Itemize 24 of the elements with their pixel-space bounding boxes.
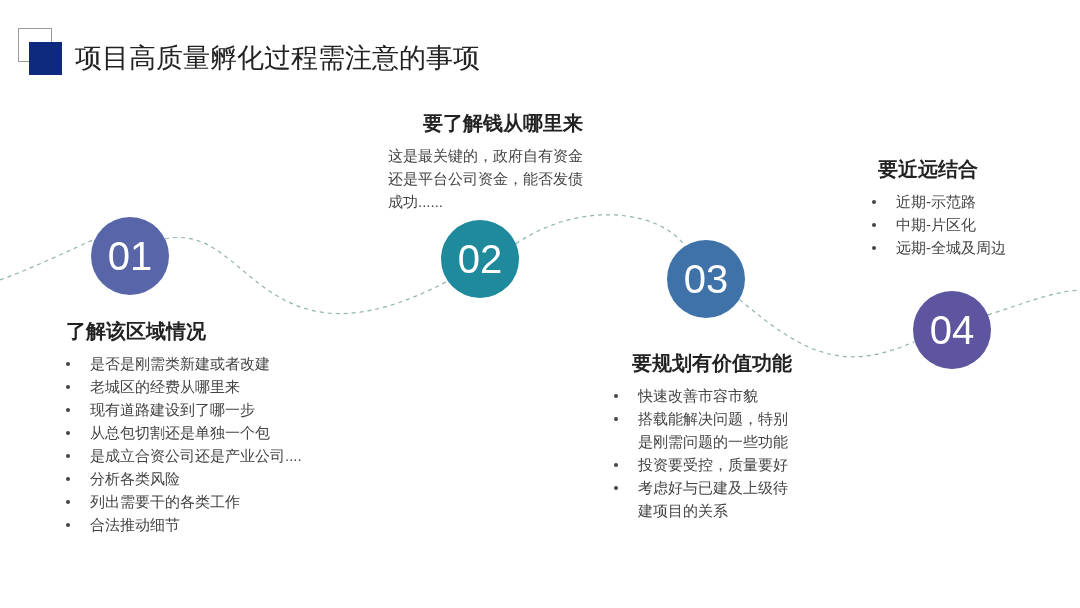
step-heading: 要规划有价值功能 — [631, 351, 792, 376]
bullet-text: 考虑好与已建及上级待建项目的关系 — [638, 478, 789, 521]
step-heading: 要了解钱从哪里来 — [422, 111, 584, 136]
step-heading: 了解该区域情况 — [66, 319, 207, 344]
bullet-text: 是成立合资公司还是产业公司.... — [90, 446, 302, 466]
bullet-text: 现有道路建设到了哪一步 — [90, 400, 255, 420]
bullet-text: 中期-片区化 — [896, 215, 976, 235]
bullet-text: 远期-全城及周边 — [896, 238, 1006, 258]
dashed-wave-line — [515, 214, 686, 247]
bullet-text: 投资要受控，质量要好 — [638, 455, 788, 475]
title: 项目高质量孵化过程需注意的事项 — [75, 42, 480, 75]
bullet-text: 搭载能解决问题，特别是刚需问题的一些功能 — [638, 409, 789, 452]
bullet-text: 快速改善市容市貌 — [638, 386, 758, 406]
bullet-text: 分析各类风险 — [90, 469, 180, 489]
step-heading: 要近远结合 — [877, 157, 979, 182]
step-description: 这是最关键的，政府自有资金还是平台公司资金，能否发债成功...... — [388, 146, 584, 212]
bullet-text: 从总包切割还是单独一个包 — [90, 423, 270, 443]
bullet-text: 老城区的经费从哪里来 — [90, 377, 240, 397]
bullet-text: 合法推动细节 — [90, 515, 180, 535]
dashed-wave-line — [738, 298, 916, 358]
bullet-text: 列出需要干的各类工作 — [90, 492, 240, 512]
bullet-text: 是否是刚需类新建或者改建 — [90, 354, 270, 374]
bullet-text: 近期-示范路 — [896, 192, 976, 212]
dashed-wave-line — [164, 237, 449, 315]
